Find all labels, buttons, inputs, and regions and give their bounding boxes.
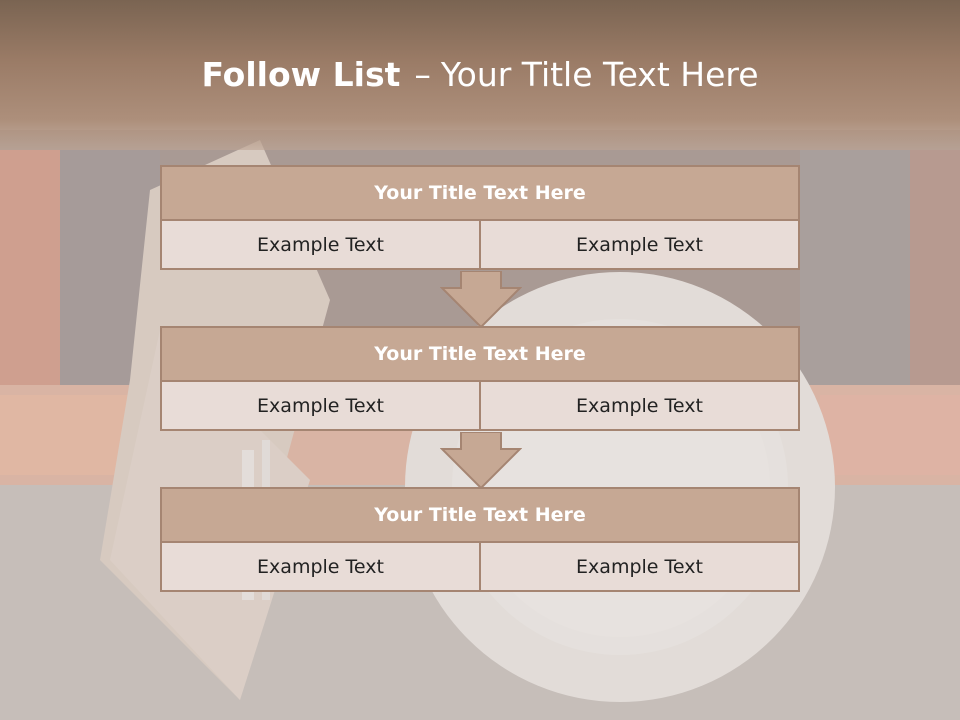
block-cell-left: Example Text	[160, 382, 481, 431]
block-title: Your Title Text Here	[160, 326, 800, 382]
slide-title-rest: Your Title Text Here	[440, 55, 759, 94]
slide-title-dash: –	[414, 55, 431, 94]
slide-title: Follow List–Your Title Text Here	[0, 55, 960, 94]
list-block-2: Your Title Text Here Example Text Exampl…	[160, 326, 800, 431]
down-arrow-icon	[440, 432, 522, 490]
block-row: Example Text Example Text	[160, 382, 800, 431]
block-row: Example Text Example Text	[160, 543, 800, 592]
down-arrow-icon	[440, 271, 522, 329]
slide-title-bold: Follow List	[201, 55, 401, 94]
block-title: Your Title Text Here	[160, 165, 800, 221]
title-bar	[0, 0, 960, 150]
block-cell-left: Example Text	[160, 221, 481, 270]
block-row: Example Text Example Text	[160, 221, 800, 270]
block-cell-right: Example Text	[481, 382, 800, 431]
block-cell-left: Example Text	[160, 543, 481, 592]
block-title: Your Title Text Here	[160, 487, 800, 543]
list-block-1: Your Title Text Here Example Text Exampl…	[160, 165, 800, 270]
list-block-3: Your Title Text Here Example Text Exampl…	[160, 487, 800, 592]
block-cell-right: Example Text	[481, 221, 800, 270]
block-cell-right: Example Text	[481, 543, 800, 592]
